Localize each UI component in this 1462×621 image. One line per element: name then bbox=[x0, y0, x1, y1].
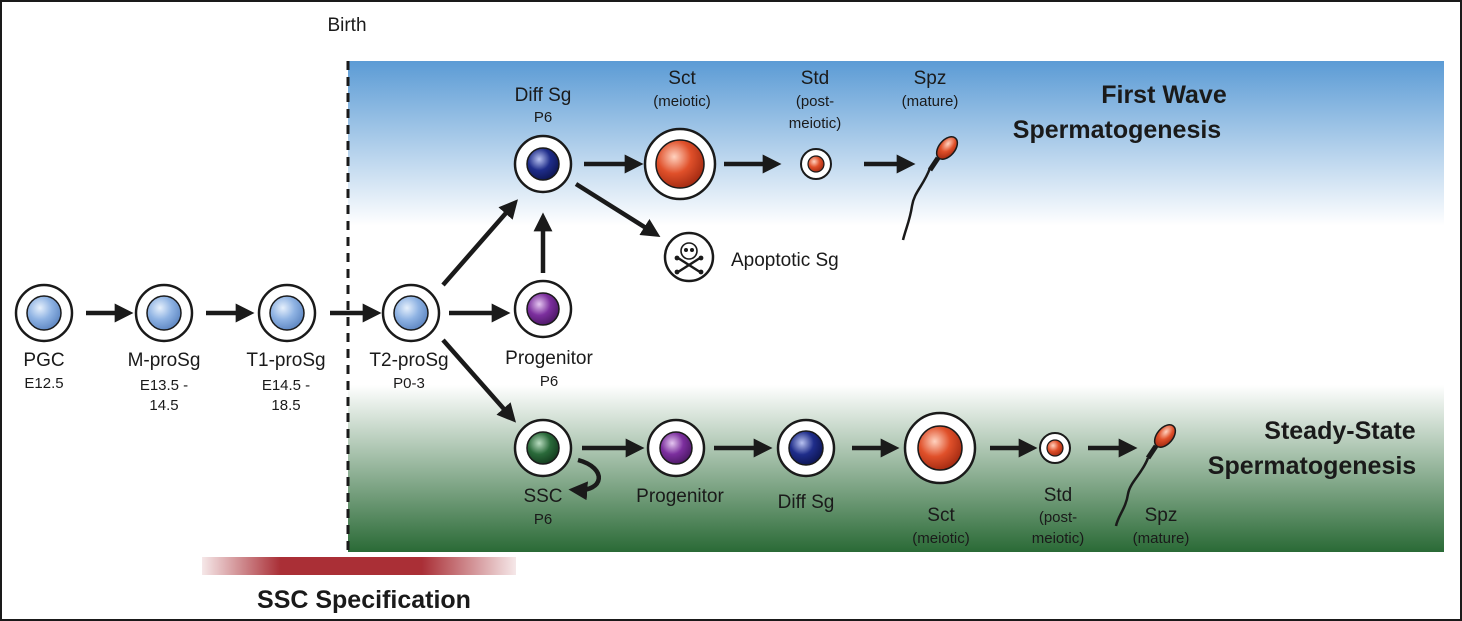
cell-apoptotic-sg bbox=[663, 231, 715, 283]
cell-nucleus bbox=[655, 139, 705, 189]
cell-std-steady-state bbox=[1039, 432, 1071, 464]
diff-sg-ss-label: Diff Sg bbox=[778, 492, 835, 513]
cell-sct-first-wave bbox=[643, 127, 717, 201]
cell-ssc bbox=[513, 418, 573, 478]
spz-ss-stage: (mature) bbox=[1133, 530, 1190, 547]
ssc-specification-bar bbox=[202, 557, 516, 575]
steady-state-title-line2: Spermatogenesis bbox=[1208, 452, 1416, 480]
t2-prosg-stage: P0-3 bbox=[393, 375, 425, 392]
sperm-tail bbox=[1114, 457, 1150, 527]
arrow-ssc-self-renewal bbox=[568, 457, 601, 501]
cell-m-prosg bbox=[134, 283, 194, 343]
first-wave-band bbox=[348, 61, 1444, 226]
m-prosg-label: M-proSg bbox=[128, 350, 201, 371]
sct-ss-stage: (meiotic) bbox=[912, 530, 970, 547]
cell-pgc bbox=[14, 283, 74, 343]
ssc-stage: P6 bbox=[534, 511, 552, 528]
sct-fw-stage: (meiotic) bbox=[653, 93, 711, 110]
apoptotic-sg-label: Apoptotic Sg bbox=[731, 250, 839, 271]
arrow-t2prosg-diffsg bbox=[441, 199, 518, 287]
std-fw-stage-line2: meiotic) bbox=[789, 115, 842, 132]
arrow-diffsg-apoptotic bbox=[574, 182, 661, 238]
std-ss-label: Std bbox=[1044, 485, 1073, 506]
sperm-tail bbox=[901, 167, 932, 241]
spz-fw-stage: (mature) bbox=[902, 93, 959, 110]
cell-sct-steady-state bbox=[903, 411, 977, 485]
first-wave-title-line2: Spermatogenesis bbox=[1013, 116, 1221, 144]
sperm-head bbox=[1153, 424, 1177, 448]
cell-nucleus bbox=[526, 292, 560, 326]
m-prosg-stage-line2: 14.5 bbox=[149, 397, 178, 414]
cell-nucleus bbox=[788, 430, 824, 466]
progenitor-fw-label: Progenitor bbox=[505, 348, 593, 369]
cell-nucleus bbox=[269, 295, 305, 331]
m-prosg-stage-line1: E13.5 - bbox=[140, 377, 188, 394]
cell-nucleus bbox=[917, 425, 963, 471]
t1-prosg-stage-line2: 18.5 bbox=[271, 397, 300, 414]
arrow-t2prosg-ssc bbox=[441, 338, 517, 423]
cell-nucleus bbox=[393, 295, 429, 331]
arrows bbox=[86, 154, 1138, 501]
cell-nucleus bbox=[1046, 439, 1064, 457]
cell-nucleus bbox=[526, 147, 560, 181]
cell-nucleus bbox=[659, 431, 693, 465]
progenitor-ss-label: Progenitor bbox=[636, 486, 724, 507]
first-wave-title-line1: First Wave bbox=[1101, 81, 1227, 109]
spz-steady-state bbox=[1114, 424, 1177, 527]
cell-nucleus bbox=[807, 155, 825, 173]
cell-progenitor-steady-state bbox=[646, 418, 706, 478]
ssc-label: SSC bbox=[523, 486, 562, 507]
sct-ss-label: Sct bbox=[927, 505, 955, 526]
pgc-label: PGC bbox=[23, 350, 64, 371]
t2-prosg-label: T2-proSg bbox=[369, 350, 448, 371]
cell-nucleus bbox=[146, 295, 182, 331]
cell-t2-prosg bbox=[381, 283, 441, 343]
cell-std-first-wave bbox=[800, 148, 832, 180]
std-fw-stage-line1: (post- bbox=[796, 93, 834, 110]
t1-prosg-label: T1-proSg bbox=[246, 350, 325, 371]
skull-crossbones-icon bbox=[674, 242, 704, 275]
sct-fw-label: Sct bbox=[668, 68, 696, 89]
diff-sg-fw-label: Diff Sg bbox=[515, 85, 572, 106]
steady-state-title-line1: Steady-State bbox=[1264, 417, 1416, 445]
sperm-midpiece bbox=[927, 156, 941, 172]
cell-diff-sg-first-wave bbox=[513, 134, 573, 194]
std-ss-stage-line2: meiotic) bbox=[1032, 530, 1085, 547]
cell-nucleus bbox=[526, 431, 560, 465]
cell-diff-sg-steady-state bbox=[776, 418, 836, 478]
std-ss-stage-line1: (post- bbox=[1039, 509, 1077, 526]
birth-label: Birth bbox=[327, 15, 366, 36]
pgc-stage: E12.5 bbox=[24, 375, 63, 392]
spz-ss-label: Spz bbox=[1145, 505, 1178, 526]
cell-t1-prosg bbox=[257, 283, 317, 343]
progenitor-fw-stage: P6 bbox=[540, 373, 558, 390]
spz-first-wave bbox=[901, 136, 959, 241]
t1-prosg-stage-line1: E14.5 - bbox=[262, 377, 310, 394]
spz-fw-label: Spz bbox=[914, 68, 947, 89]
sperm-head bbox=[935, 136, 959, 160]
cell-nucleus bbox=[26, 295, 62, 331]
cell-progenitor-first-wave bbox=[513, 279, 573, 339]
diff-sg-fw-stage: P6 bbox=[534, 109, 552, 126]
ssc-specification-label: SSC Specification bbox=[257, 586, 471, 614]
std-fw-label: Std bbox=[801, 68, 830, 89]
sperm-midpiece bbox=[1145, 444, 1159, 460]
